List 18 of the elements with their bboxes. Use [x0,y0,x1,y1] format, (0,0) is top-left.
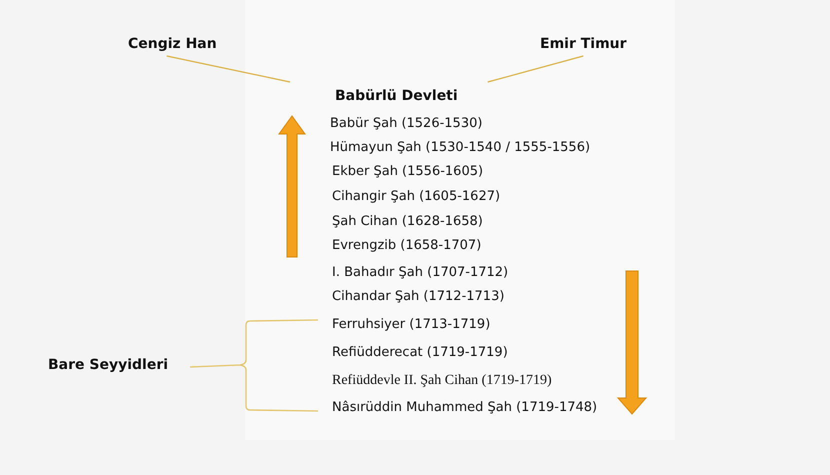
ruler-entry: Refiüdderecat (1719-1719) [332,345,508,360]
ruler-entry: Cihangir Şah (1605-1627) [332,189,500,204]
ancestor-label: Cengiz Han [128,36,217,52]
ruler-entry: Cihandar Şah (1712-1713) [332,289,504,304]
ruler-entry: Refiüddevle II. Şah Cihan (1719-1719) [332,373,552,389]
ruler-entry: Şah Cihan (1628-1658) [332,214,483,229]
connector-line [488,55,584,83]
ruler-entry: I. Bahadır Şah (1707-1712) [332,265,508,280]
group-label: Bare Seyyidleri [48,357,168,373]
heading: Babürlü Devleti [335,88,458,104]
ruler-entry: Babür Şah (1526-1530) [330,116,482,131]
ruler-entry: Ferruhsiyer (1713-1719) [332,317,490,332]
ruler-entry: Evrengzib (1658-1707) [332,238,482,253]
ancestor-label: Emir Timur [540,36,627,52]
ruler-entry: Nâsırüddin Muhammed Şah (1719-1748) [332,400,598,415]
ruler-entry: Hümayun Şah (1530-1540 / 1555-1556) [330,140,590,155]
connector-line [166,55,290,83]
ruler-entry: Ekber Şah (1556-1605) [332,164,484,179]
